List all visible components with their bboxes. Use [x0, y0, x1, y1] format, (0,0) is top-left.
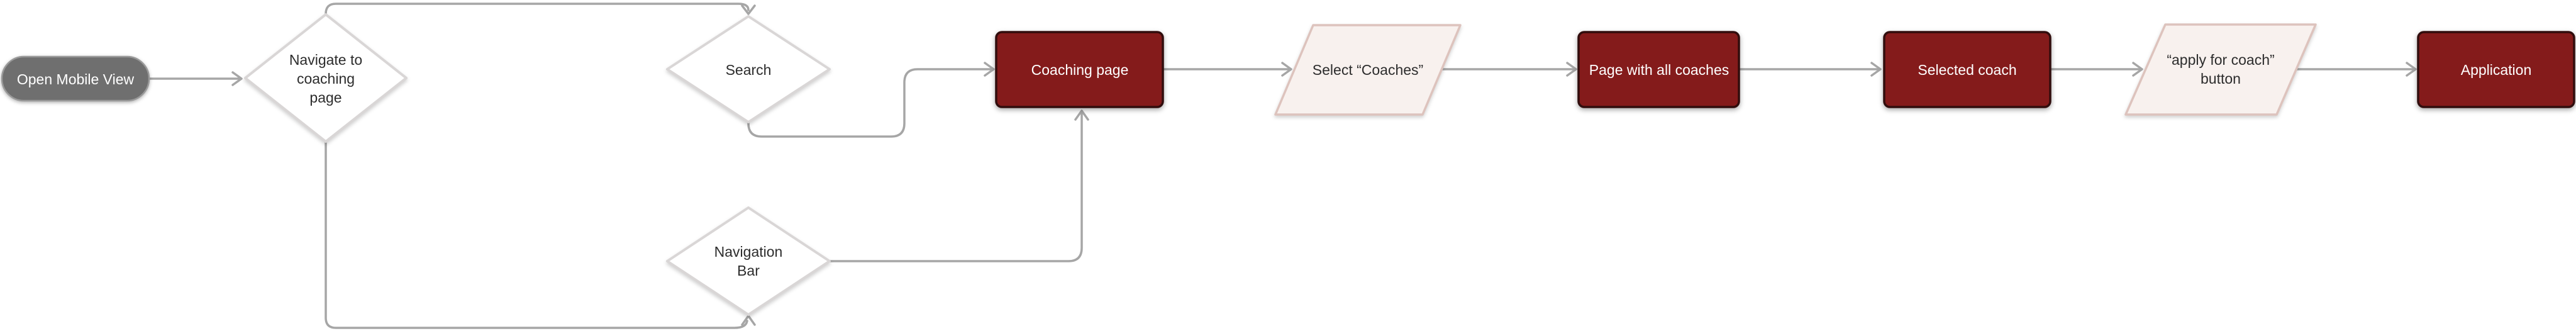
node-select-coaches[interactable]: [1274, 24, 1462, 116]
edge-selected-coach-to-apply-button: [2050, 62, 2143, 77]
edge-select-coaches-to-page-with-all-coaches: [1440, 62, 1577, 77]
edge-coaching-page-to-select-coaches: [1162, 62, 1292, 77]
edge-navigate-to-search: [325, 3, 756, 16]
edge-search-to-coaching-page: [747, 62, 995, 138]
node-navigate-to-coaching-page[interactable]: [244, 13, 408, 143]
node-application[interactable]: [2417, 31, 2575, 108]
node-search[interactable]: [666, 15, 831, 123]
node-page-with-all-coaches[interactable]: [1577, 31, 1740, 108]
node-navigation-bar[interactable]: [666, 206, 831, 316]
edge-page-with-all-coaches-to-selected-coach: [1738, 62, 1882, 77]
node-coaching-page[interactable]: [995, 31, 1164, 108]
node-apply-for-coach-button[interactable]: [2124, 23, 2317, 116]
node-open-mobile-view[interactable]: [1, 55, 150, 102]
edge-apply-button-to-application: [2295, 62, 2417, 77]
edge-open-mobile-view-to-navigate: [148, 71, 243, 86]
edge-navigation-bar-to-coaching-page: [829, 109, 1089, 262]
node-selected-coach[interactable]: [1883, 31, 2051, 108]
edge-navigate-to-navigation-bar: [325, 141, 756, 329]
